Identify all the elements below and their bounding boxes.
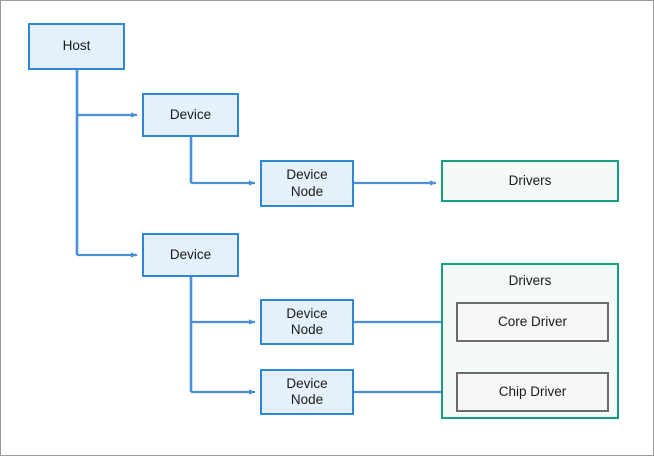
node-device-bottom[interactable]: Device	[142, 233, 239, 277]
group-drivers-title: Drivers	[508, 273, 552, 288]
node-device-node-low-label: Device Node	[286, 375, 328, 407]
node-core-driver[interactable]: Core Driver	[456, 302, 609, 342]
node-drivers-simple-label: Drivers	[508, 172, 552, 188]
node-chip-driver[interactable]: Chip Driver	[456, 372, 609, 412]
node-drivers-simple[interactable]: Drivers	[441, 160, 619, 202]
node-chip-driver-label: Chip Driver	[498, 383, 567, 399]
node-host-label: Host	[62, 38, 91, 54]
node-device-node-top-label: Device Node	[286, 167, 328, 199]
node-device-top[interactable]: Device	[142, 93, 239, 137]
node-host[interactable]: Host	[28, 23, 125, 70]
node-device-node-top[interactable]: Device Node	[260, 160, 354, 207]
node-core-driver-label: Core Driver	[497, 313, 567, 329]
node-device-node-mid-label: Device Node	[286, 305, 328, 337]
node-device-bottom-label: Device	[169, 246, 212, 262]
node-device-node-low[interactable]: Device Node	[260, 369, 354, 415]
node-device-node-mid[interactable]: Device Node	[260, 299, 354, 345]
node-device-top-label: Device	[169, 106, 212, 122]
